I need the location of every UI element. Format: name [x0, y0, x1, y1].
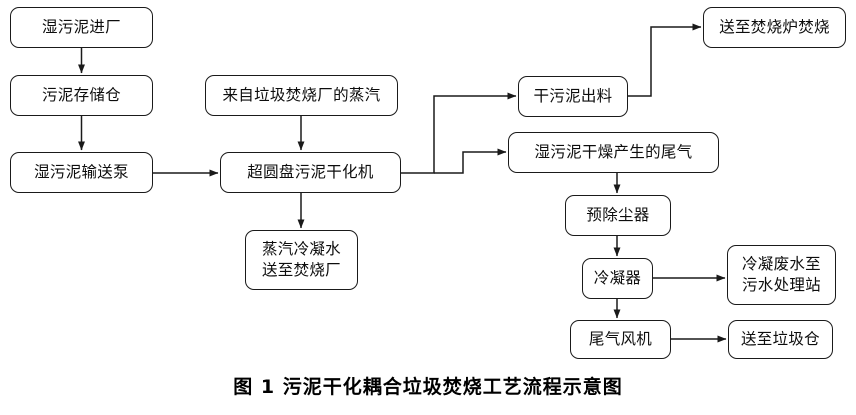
flow-node-dry-sludge-discharge: 干污泥出料 [518, 76, 628, 117]
flow-node-send-to-refuse-bunker: 送至垃圾仓 [728, 320, 833, 359]
flow-node-condenser: 冷凝器 [582, 258, 653, 299]
flow-node-send-to-incinerator: 送至焚烧炉焚烧 [703, 7, 846, 48]
flow-node-sludge-storage-bin: 污泥存储仓 [10, 75, 153, 116]
flow-node-wet-sludge-pump: 湿污泥输送泵 [10, 152, 153, 193]
flow-node-wet-sludge-intake: 湿污泥进厂 [10, 7, 153, 48]
connectors-group [78, 23, 727, 343]
flow-node-pre-dust-collector: 预除尘器 [565, 195, 671, 236]
figure-caption: 图 1 污泥干化耦合垃圾焚烧工艺流程示意图 [233, 376, 623, 398]
connector-dry-sludge-to-incinerator [628, 23, 702, 97]
flow-node-exhaust-fan: 尾气风机 [570, 320, 671, 359]
connector-dryer-to-exhaust-gas [434, 148, 507, 174]
flow-node-condensate-wastewater-to-treatment: 冷凝废水至 污水处理站 [727, 245, 836, 305]
connector-dryer-to-dry-sludge [401, 92, 517, 174]
flow-node-steam-condensate-to-plant: 蒸汽冷凝水 送至焚烧厂 [245, 230, 358, 290]
flow-node-steam-from-incineration-plant: 来自垃圾焚烧厂的蒸汽 [205, 75, 398, 116]
flow-node-drying-exhaust-gas: 湿污泥干燥产生的尾气 [508, 132, 719, 173]
flow-node-super-disc-sludge-dryer: 超圆盘污泥干化机 [220, 152, 401, 193]
